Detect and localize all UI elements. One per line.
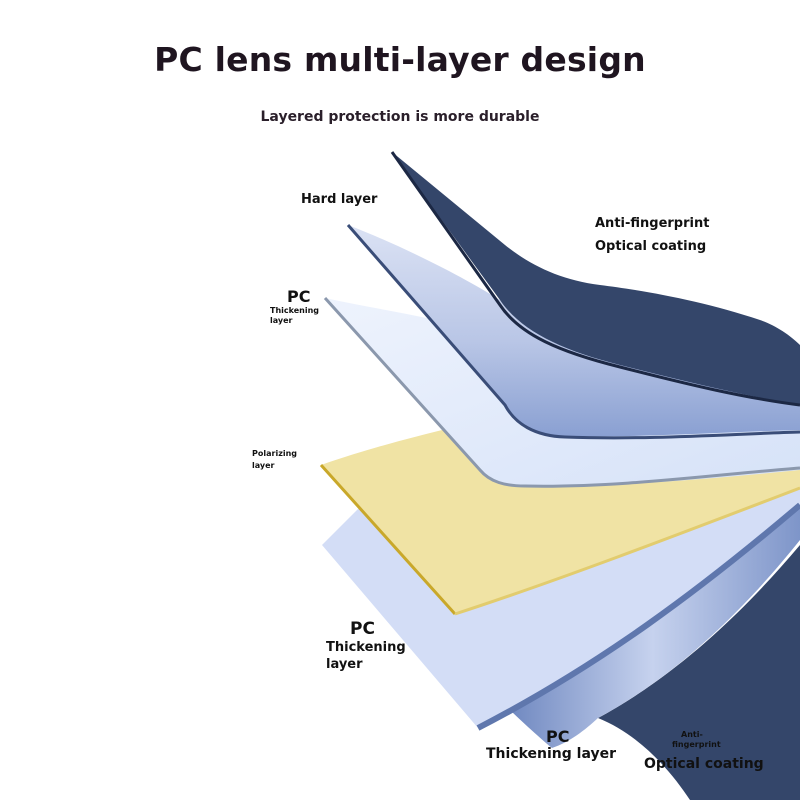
polarizing-edge: [319, 463, 457, 616]
label-pc-middle: PC Thickening layer: [326, 619, 406, 672]
page-subtitle: Layered protection is more durable: [260, 109, 540, 125]
anti-fingerprint-edge: [390, 151, 800, 407]
label-polarizing: Polarizing layer: [252, 449, 298, 470]
label-pc-top: PC Thickening layer: [270, 287, 320, 325]
label-anti-fingerprint-bottom: Anti- fingerprint Optical coating: [644, 730, 764, 772]
label-pc-bottom: PC Thickening layer: [486, 727, 617, 762]
polarizing-front-edge: [454, 486, 800, 616]
bottom-navy-curl: [598, 545, 800, 800]
anti-fingerprint-layer: [392, 152, 800, 405]
hard-layer-edge: [346, 224, 800, 440]
pc-top-edge: [323, 296, 800, 488]
pc-lower-edge: [476, 502, 800, 731]
label-hard-layer: Hard layer: [301, 192, 378, 207]
label-anti-fingerprint: Anti-fingerprint Optical coating: [595, 216, 710, 255]
page-title: PC lens multi-layer design: [154, 40, 646, 79]
